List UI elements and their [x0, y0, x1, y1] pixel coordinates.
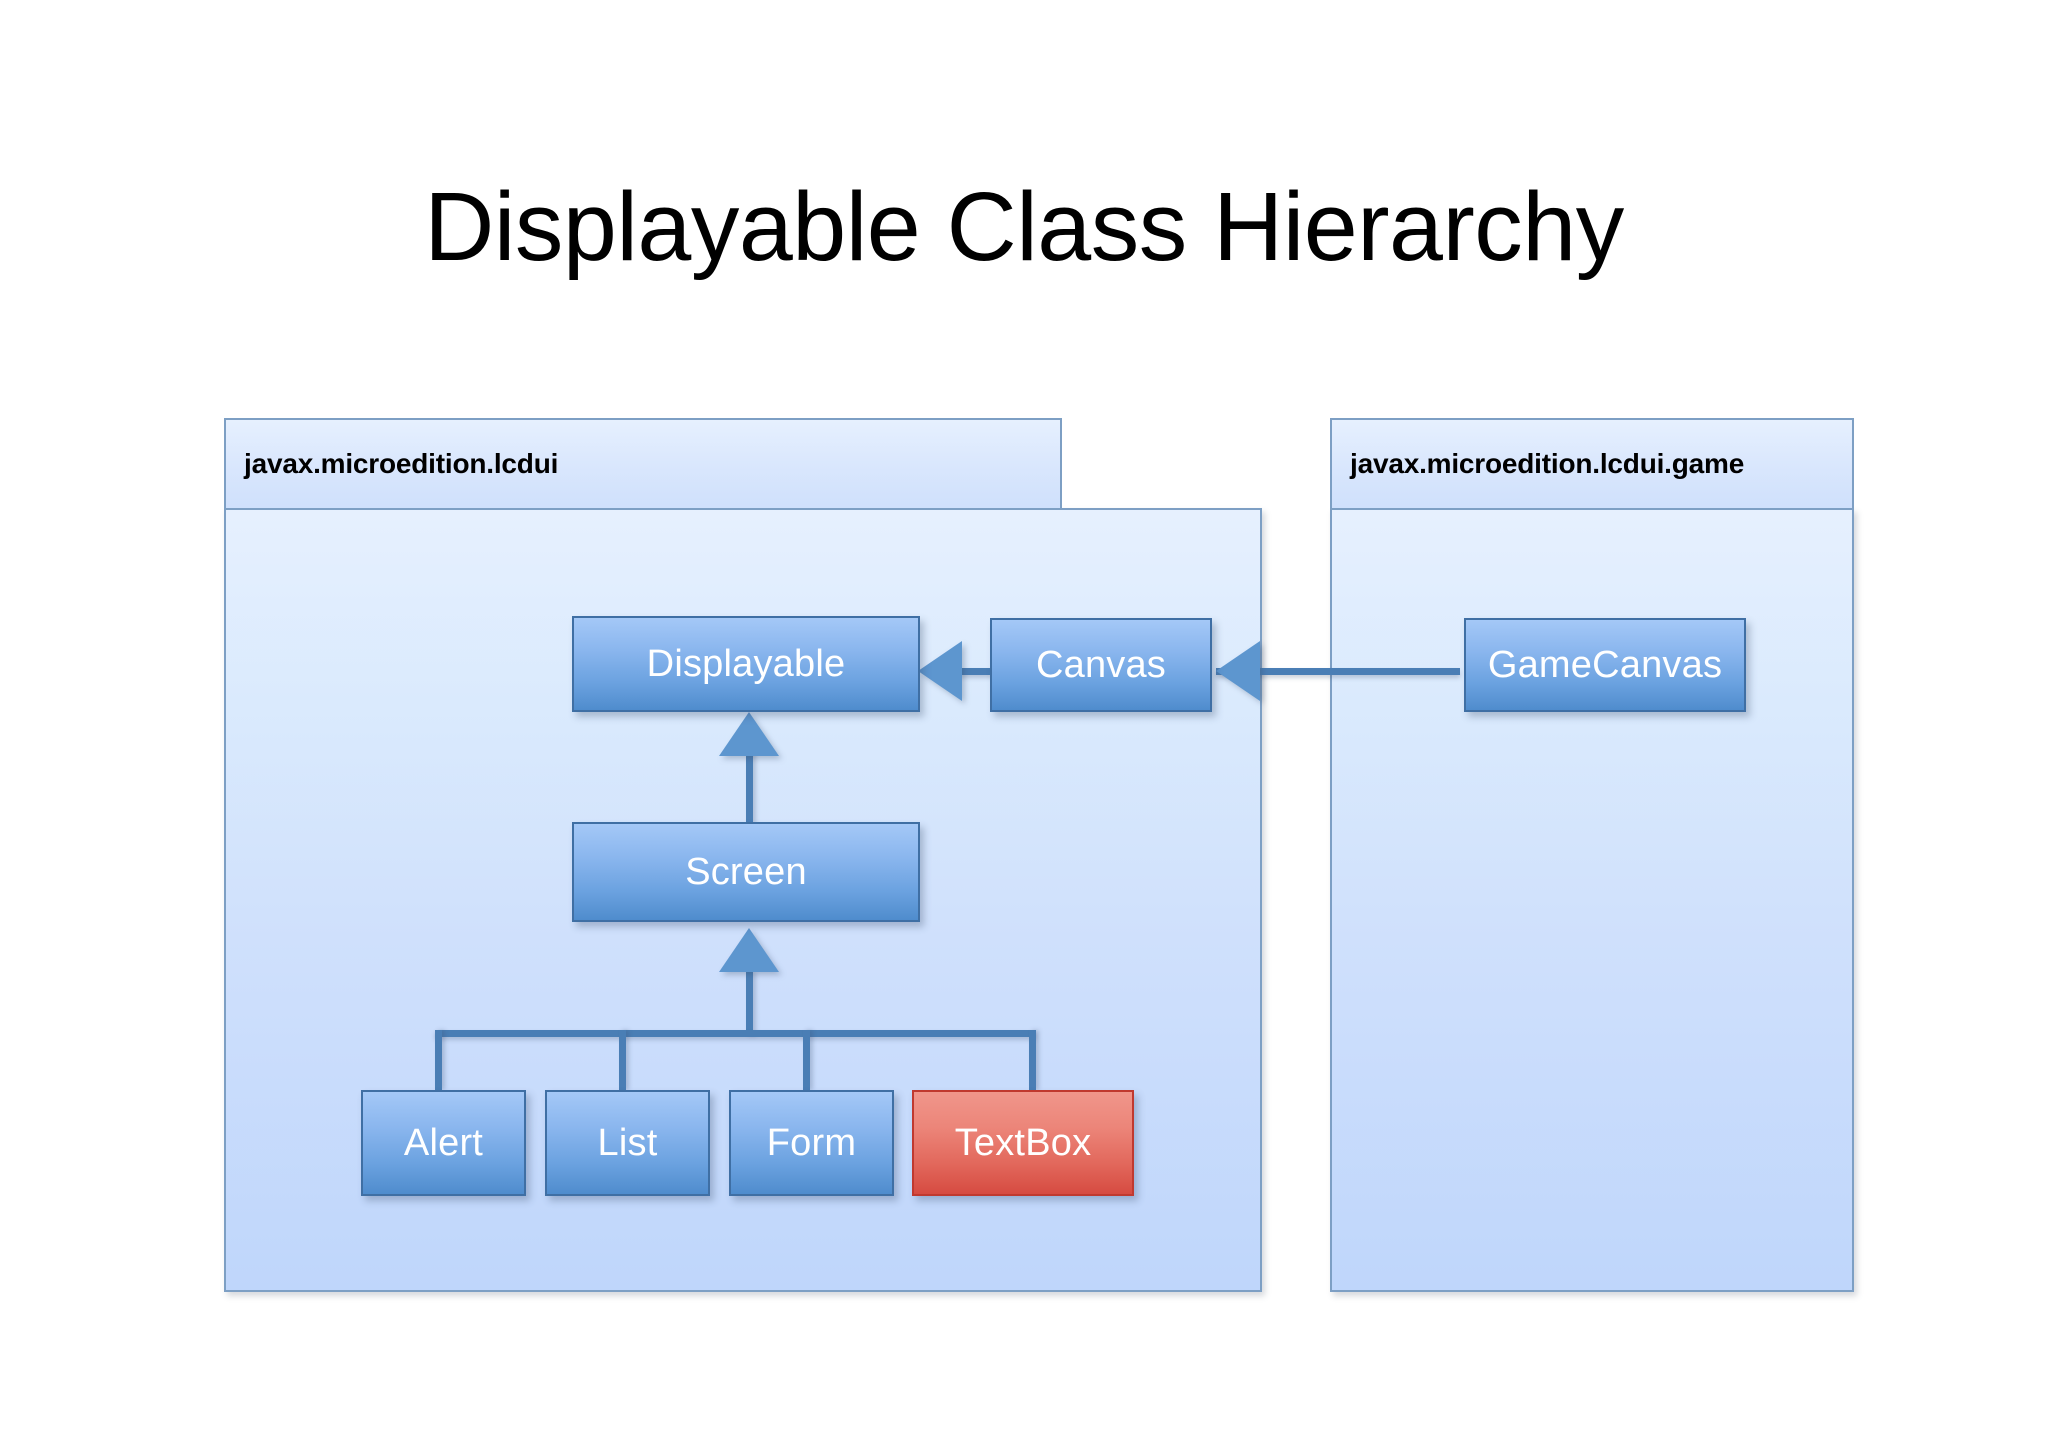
class-box-alert[interactable]: Alert	[361, 1090, 526, 1196]
arrowhead-leaves-to-screen	[719, 928, 779, 972]
class-box-gamecanvas[interactable]: GameCanvas	[1464, 618, 1746, 712]
class-label-displayable: Displayable	[646, 642, 846, 685]
class-box-list[interactable]: List	[545, 1090, 710, 1196]
class-label-list: List	[597, 1121, 658, 1164]
arrowhead-canvas-to-displayable	[918, 641, 962, 701]
class-label-canvas: Canvas	[1035, 643, 1167, 686]
package-lcdui-label: javax.microedition.lcdui	[244, 448, 559, 479]
connector-drop-form	[803, 1030, 810, 1090]
arrowhead-screen-to-displayable	[719, 712, 779, 756]
package-lcdui-game-label: javax.microedition.lcdui.game	[1350, 448, 1745, 479]
arrowhead-gamecanvas-to-canvas	[1216, 641, 1260, 701]
connector-drop-list	[619, 1030, 626, 1090]
connector-drop-alert	[435, 1030, 442, 1090]
class-box-screen[interactable]: Screen	[572, 822, 920, 922]
connector-screen-stem	[746, 972, 753, 1036]
connector-leaf-bus	[435, 1030, 1036, 1037]
class-label-gamecanvas: GameCanvas	[1487, 643, 1723, 686]
class-box-form[interactable]: Form	[729, 1090, 894, 1196]
class-box-displayable[interactable]: Displayable	[572, 616, 920, 712]
class-box-textbox[interactable]: TextBox	[912, 1090, 1134, 1196]
class-label-screen: Screen	[685, 850, 807, 893]
package-lcdui-tab[interactable]: javax.microedition.lcdui	[224, 418, 1062, 510]
package-lcdui-game-tab[interactable]: javax.microedition.lcdui.game	[1330, 418, 1854, 510]
class-label-form: Form	[766, 1121, 857, 1164]
class-box-canvas[interactable]: Canvas	[990, 618, 1212, 712]
connector-drop-textbox	[1029, 1030, 1036, 1090]
class-label-alert: Alert	[403, 1121, 484, 1164]
class-label-textbox: TextBox	[954, 1121, 1092, 1164]
connector-screen-to-displayable	[746, 744, 753, 824]
page-title: Displayable Class Hierarchy	[424, 172, 1624, 281]
connector-gamecanvas-to-canvas	[1216, 668, 1460, 675]
